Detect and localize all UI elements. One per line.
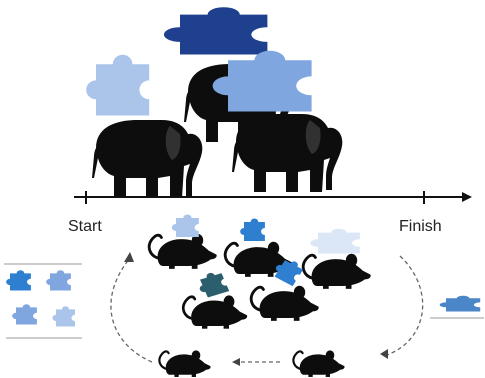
elephant-icon <box>232 114 343 192</box>
puzzle-piece-icon <box>194 269 230 299</box>
cycle-arrows <box>110 255 424 363</box>
elephant-icon <box>92 120 203 198</box>
puzzle-piece-icon <box>163 7 268 55</box>
mouse-icon <box>158 349 212 378</box>
mouse-icon <box>147 232 219 271</box>
puzzle-piece-icon <box>6 270 31 291</box>
puzzle-piece-icon <box>240 218 265 241</box>
finish-label: Finish <box>399 218 442 235</box>
puzzle-cluster-right <box>430 295 484 319</box>
puzzle-piece-icon <box>171 214 199 237</box>
mouse-icon <box>249 284 321 323</box>
puzzle-piece-icon <box>439 295 481 312</box>
puzzle-piece-icon <box>12 304 37 325</box>
start-label: Start <box>68 218 102 235</box>
puzzle-piece-icon <box>86 54 150 116</box>
mouse-icon <box>292 349 346 378</box>
puzzle-piece-icon <box>310 228 360 254</box>
puzzle-piece-icon <box>52 306 75 327</box>
puzzle-cluster-left <box>4 263 82 339</box>
arrow-heads <box>124 252 388 366</box>
puzzle-piece-icon <box>46 270 71 291</box>
mouse-icon <box>181 294 249 331</box>
timeline-axis <box>74 191 472 204</box>
mouse-icon <box>301 252 373 291</box>
